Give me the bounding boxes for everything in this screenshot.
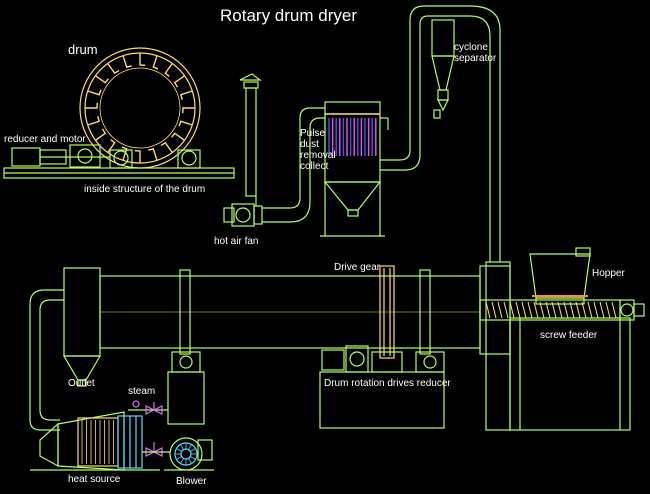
diagram-title: Rotary drum dryer — [220, 6, 357, 25]
blower-blade — [176, 448, 182, 452]
cyclone-separator — [380, 5, 501, 262]
screw-flight — [575, 301, 581, 319]
lifting-plate — [87, 116, 100, 126]
outlet-label: Outlet — [68, 378, 95, 389]
screw-flight — [557, 301, 563, 319]
screw-flight — [563, 301, 569, 319]
lifting-plate — [95, 128, 107, 141]
supports — [167, 345, 445, 429]
screw-feeder — [479, 299, 645, 321]
reducer-motor — [11, 144, 110, 168]
lifting-plate — [148, 148, 158, 161]
screw-flight — [533, 301, 539, 319]
heat-source-label: heat source — [68, 474, 121, 485]
screw-flight — [497, 301, 503, 319]
hopper-label: Hopper — [592, 268, 625, 279]
lifting-plate — [121, 146, 128, 161]
hopper — [529, 247, 591, 305]
screw-flight — [545, 301, 551, 319]
hot-air-fan — [223, 73, 325, 227]
blower-blade — [180, 444, 184, 450]
lifting-plate — [173, 75, 185, 88]
outlet-chute — [29, 289, 102, 431]
screw-flight — [605, 301, 611, 319]
screw-flight — [611, 301, 617, 319]
lifting-plate — [95, 75, 110, 84]
lifting-plate — [134, 149, 141, 163]
blower-blade — [180, 458, 184, 464]
lifting-plate — [181, 107, 195, 114]
drum-cross-section — [3, 47, 235, 179]
drum-label: drum — [68, 42, 98, 57]
screw-flight — [521, 301, 527, 319]
lifting-plate — [164, 63, 173, 78]
screw-flight — [527, 301, 533, 319]
long-drum — [63, 265, 511, 359]
screw-flight — [539, 301, 545, 319]
feed-frame — [485, 261, 631, 431]
lifting-plate — [87, 89, 102, 96]
pulse-dust-collector — [320, 101, 389, 237]
drive-gear-label: Drive gear — [334, 262, 381, 273]
screw-flight — [551, 301, 557, 319]
lifting-plate — [85, 102, 99, 109]
blower-label: Blower — [176, 476, 207, 487]
lifting-plate — [170, 132, 185, 141]
drum-rotation-label: Drum rotation drives reducer — [324, 378, 451, 389]
screw-flight — [503, 301, 509, 319]
lifting-plate — [180, 90, 193, 100]
steam-valves — [128, 400, 170, 457]
screw-flight — [593, 301, 599, 319]
cyclone-label: cyclone separator — [454, 42, 497, 64]
screw-flight — [569, 301, 575, 319]
inside-structure-label: inside structure of the drum — [84, 184, 206, 195]
blower-blade — [188, 458, 192, 464]
screw-flight — [485, 301, 491, 319]
blower-blade — [176, 456, 182, 460]
lifting-plate — [107, 63, 120, 75]
reducer-motor-label: reducer and motor — [4, 134, 86, 145]
lifting-plate — [152, 55, 159, 70]
blower-blade — [190, 456, 196, 460]
lifting-plate — [107, 138, 116, 153]
screw-feeder-label: screw feeder — [540, 330, 598, 341]
screw-flight — [491, 301, 497, 319]
lifting-plate — [178, 120, 193, 127]
screw-flight — [509, 301, 515, 319]
screw-flight — [599, 301, 605, 319]
lifting-plate — [160, 141, 173, 153]
blower-blade — [190, 448, 196, 452]
screw-flight — [587, 301, 593, 319]
lifting-plate — [139, 53, 146, 67]
screw-flight — [515, 301, 521, 319]
heat-source — [30, 411, 160, 471]
screw-flight — [581, 301, 587, 319]
pulse-dust-label: Pulse dust removal collect — [300, 128, 336, 172]
lifting-plate — [122, 55, 132, 68]
blower-blade — [188, 444, 192, 450]
blower — [164, 437, 214, 471]
hot-air-fan-label: hot air fan — [214, 236, 259, 247]
steam-label: steam — [128, 386, 156, 397]
